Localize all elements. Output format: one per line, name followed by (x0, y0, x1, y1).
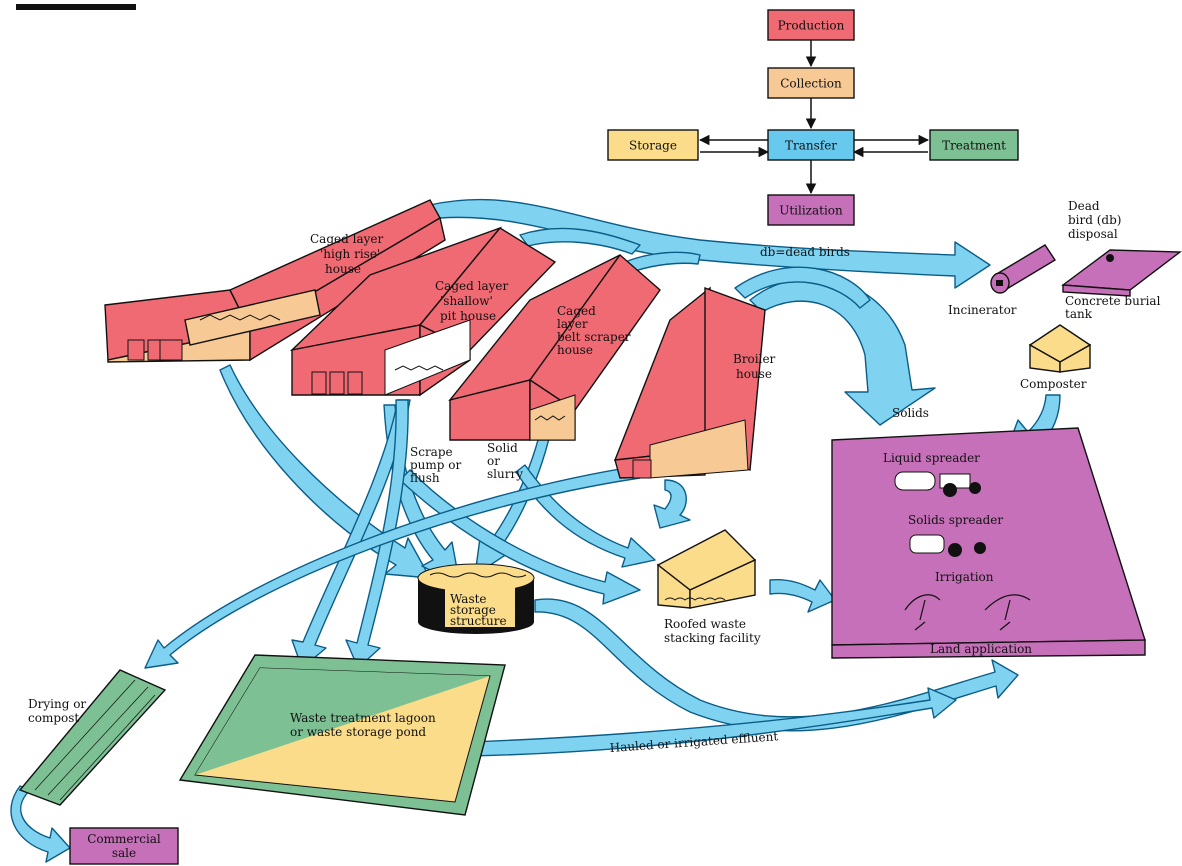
commercial-sale-box: Commercial sale (69, 827, 179, 865)
composter-icon (1028, 324, 1092, 373)
shallow-pit-label-3: pit house (440, 309, 496, 323)
production-label: Production (778, 19, 845, 33)
solids-spreader-icon (909, 534, 986, 557)
svg-text:Waste: Waste (450, 592, 487, 606)
land-application-area: Liquid spreader Solids spreader Irrigati… (831, 427, 1146, 659)
belt-label-3: belt scraper (557, 330, 631, 344)
liquid-spreader-label: Liquid spreader (883, 451, 980, 465)
high-rise-label-1: Caged layer (310, 232, 383, 246)
dead-bird-note: db=dead birds (760, 245, 850, 259)
belt-label-1: Caged (557, 304, 596, 318)
burial-tank-label-2: tank (1065, 307, 1093, 321)
transfer-label: Transfer (785, 139, 837, 153)
dead-bird-title-2: bird (db) (1068, 213, 1121, 227)
broiler-house: Broiler house (613, 286, 776, 479)
dead-bird-title-1: Dead (1068, 199, 1100, 213)
shallow-pit-house: Caged layer 'shallow' pit house (289, 226, 557, 397)
high-rise-label-3: house (325, 262, 361, 276)
irrigation-icon (904, 594, 1031, 631)
liquid-spreader-icon (894, 471, 981, 497)
utilization-label: Utilization (779, 204, 843, 218)
production-box: Production (767, 9, 855, 41)
solids-flow-arrow (749, 277, 936, 426)
scrape-label: Scrape pump or flush (410, 445, 462, 485)
transfer-box: Transfer (767, 129, 855, 161)
belt-label-4: house (557, 343, 593, 357)
svg-text:Roofed waste: Roofed waste (664, 617, 746, 631)
storage-label: Storage (629, 139, 677, 153)
solids-arrow-label: Solids (892, 406, 929, 420)
svg-text:Waste treatment lagoon: Waste treatment lagoon (290, 711, 436, 725)
solid-slurry-label: Solid or slurry (487, 441, 523, 481)
svg-text:Scrape: Scrape (410, 445, 453, 459)
roofed-stacking-facility: Roofed waste stacking facility (656, 529, 761, 645)
waste-storage-structure: Waste storage structure (417, 563, 535, 634)
solids-spreader-label: Solids spreader (908, 513, 1003, 527)
header-bar (16, 4, 136, 10)
collection-label: Collection (780, 77, 842, 91)
svg-text:flush: flush (410, 471, 440, 485)
flow-arrows: Solids (10, 198, 1061, 863)
incinerator-icon (990, 244, 1056, 294)
high-rise-label-2: 'high rise' (320, 247, 380, 261)
svg-text:compost: compost (28, 711, 79, 725)
broiler-label-1: Broiler (733, 352, 776, 366)
burial-tank-icon (1061, 249, 1182, 297)
svg-text:or: or (487, 454, 500, 468)
composter-label: Composter (1020, 377, 1087, 391)
shallow-pit-label-1: Caged layer (435, 279, 508, 293)
belt-label-2: layer (557, 317, 588, 331)
irrigation-label: Irrigation (935, 570, 994, 584)
drying-compost-pile (18, 669, 167, 806)
svg-text:stacking facility: stacking facility (664, 631, 761, 645)
svg-text:sale: sale (112, 846, 136, 860)
svg-text:Solid: Solid (487, 441, 518, 455)
svg-text:structure: structure (450, 614, 507, 628)
storage-box: Storage (607, 129, 699, 161)
belt-scraper-house: Caged layer belt scraper house (448, 253, 661, 441)
svg-text:storage: storage (450, 603, 496, 617)
treatment-label: Treatment (942, 139, 1006, 153)
treatment-box: Treatment (929, 129, 1019, 161)
svg-text:slurry: slurry (487, 467, 523, 481)
land-application-label: Land application (930, 642, 1032, 656)
dead-bird-disposal: Dead bird (db) disposal db=dead birds In… (760, 199, 1182, 391)
burial-tank-label-1: Concrete burial (1065, 294, 1161, 308)
high-rise-house: Caged layer 'high rise' house (104, 199, 446, 363)
svg-text:pump or: pump or (410, 458, 462, 472)
svg-text:or waste storage pond: or waste storage pond (290, 725, 426, 739)
dead-bird-title-3: disposal (1068, 227, 1118, 241)
svg-text:Drying or: Drying or (28, 697, 86, 711)
flowchart: Production Collection Transfer Storage T… (607, 9, 1019, 226)
shallow-pit-label-2: 'shallow' (440, 294, 493, 308)
incinerator-label: Incinerator (948, 303, 1017, 317)
svg-text:Commercial: Commercial (87, 832, 161, 846)
waste-treatment-lagoon: Waste treatment lagoon or waste storage … (178, 654, 506, 816)
utilization-box: Utilization (767, 194, 855, 226)
broiler-label-2: house (736, 367, 772, 381)
collection-box: Collection (767, 67, 855, 99)
